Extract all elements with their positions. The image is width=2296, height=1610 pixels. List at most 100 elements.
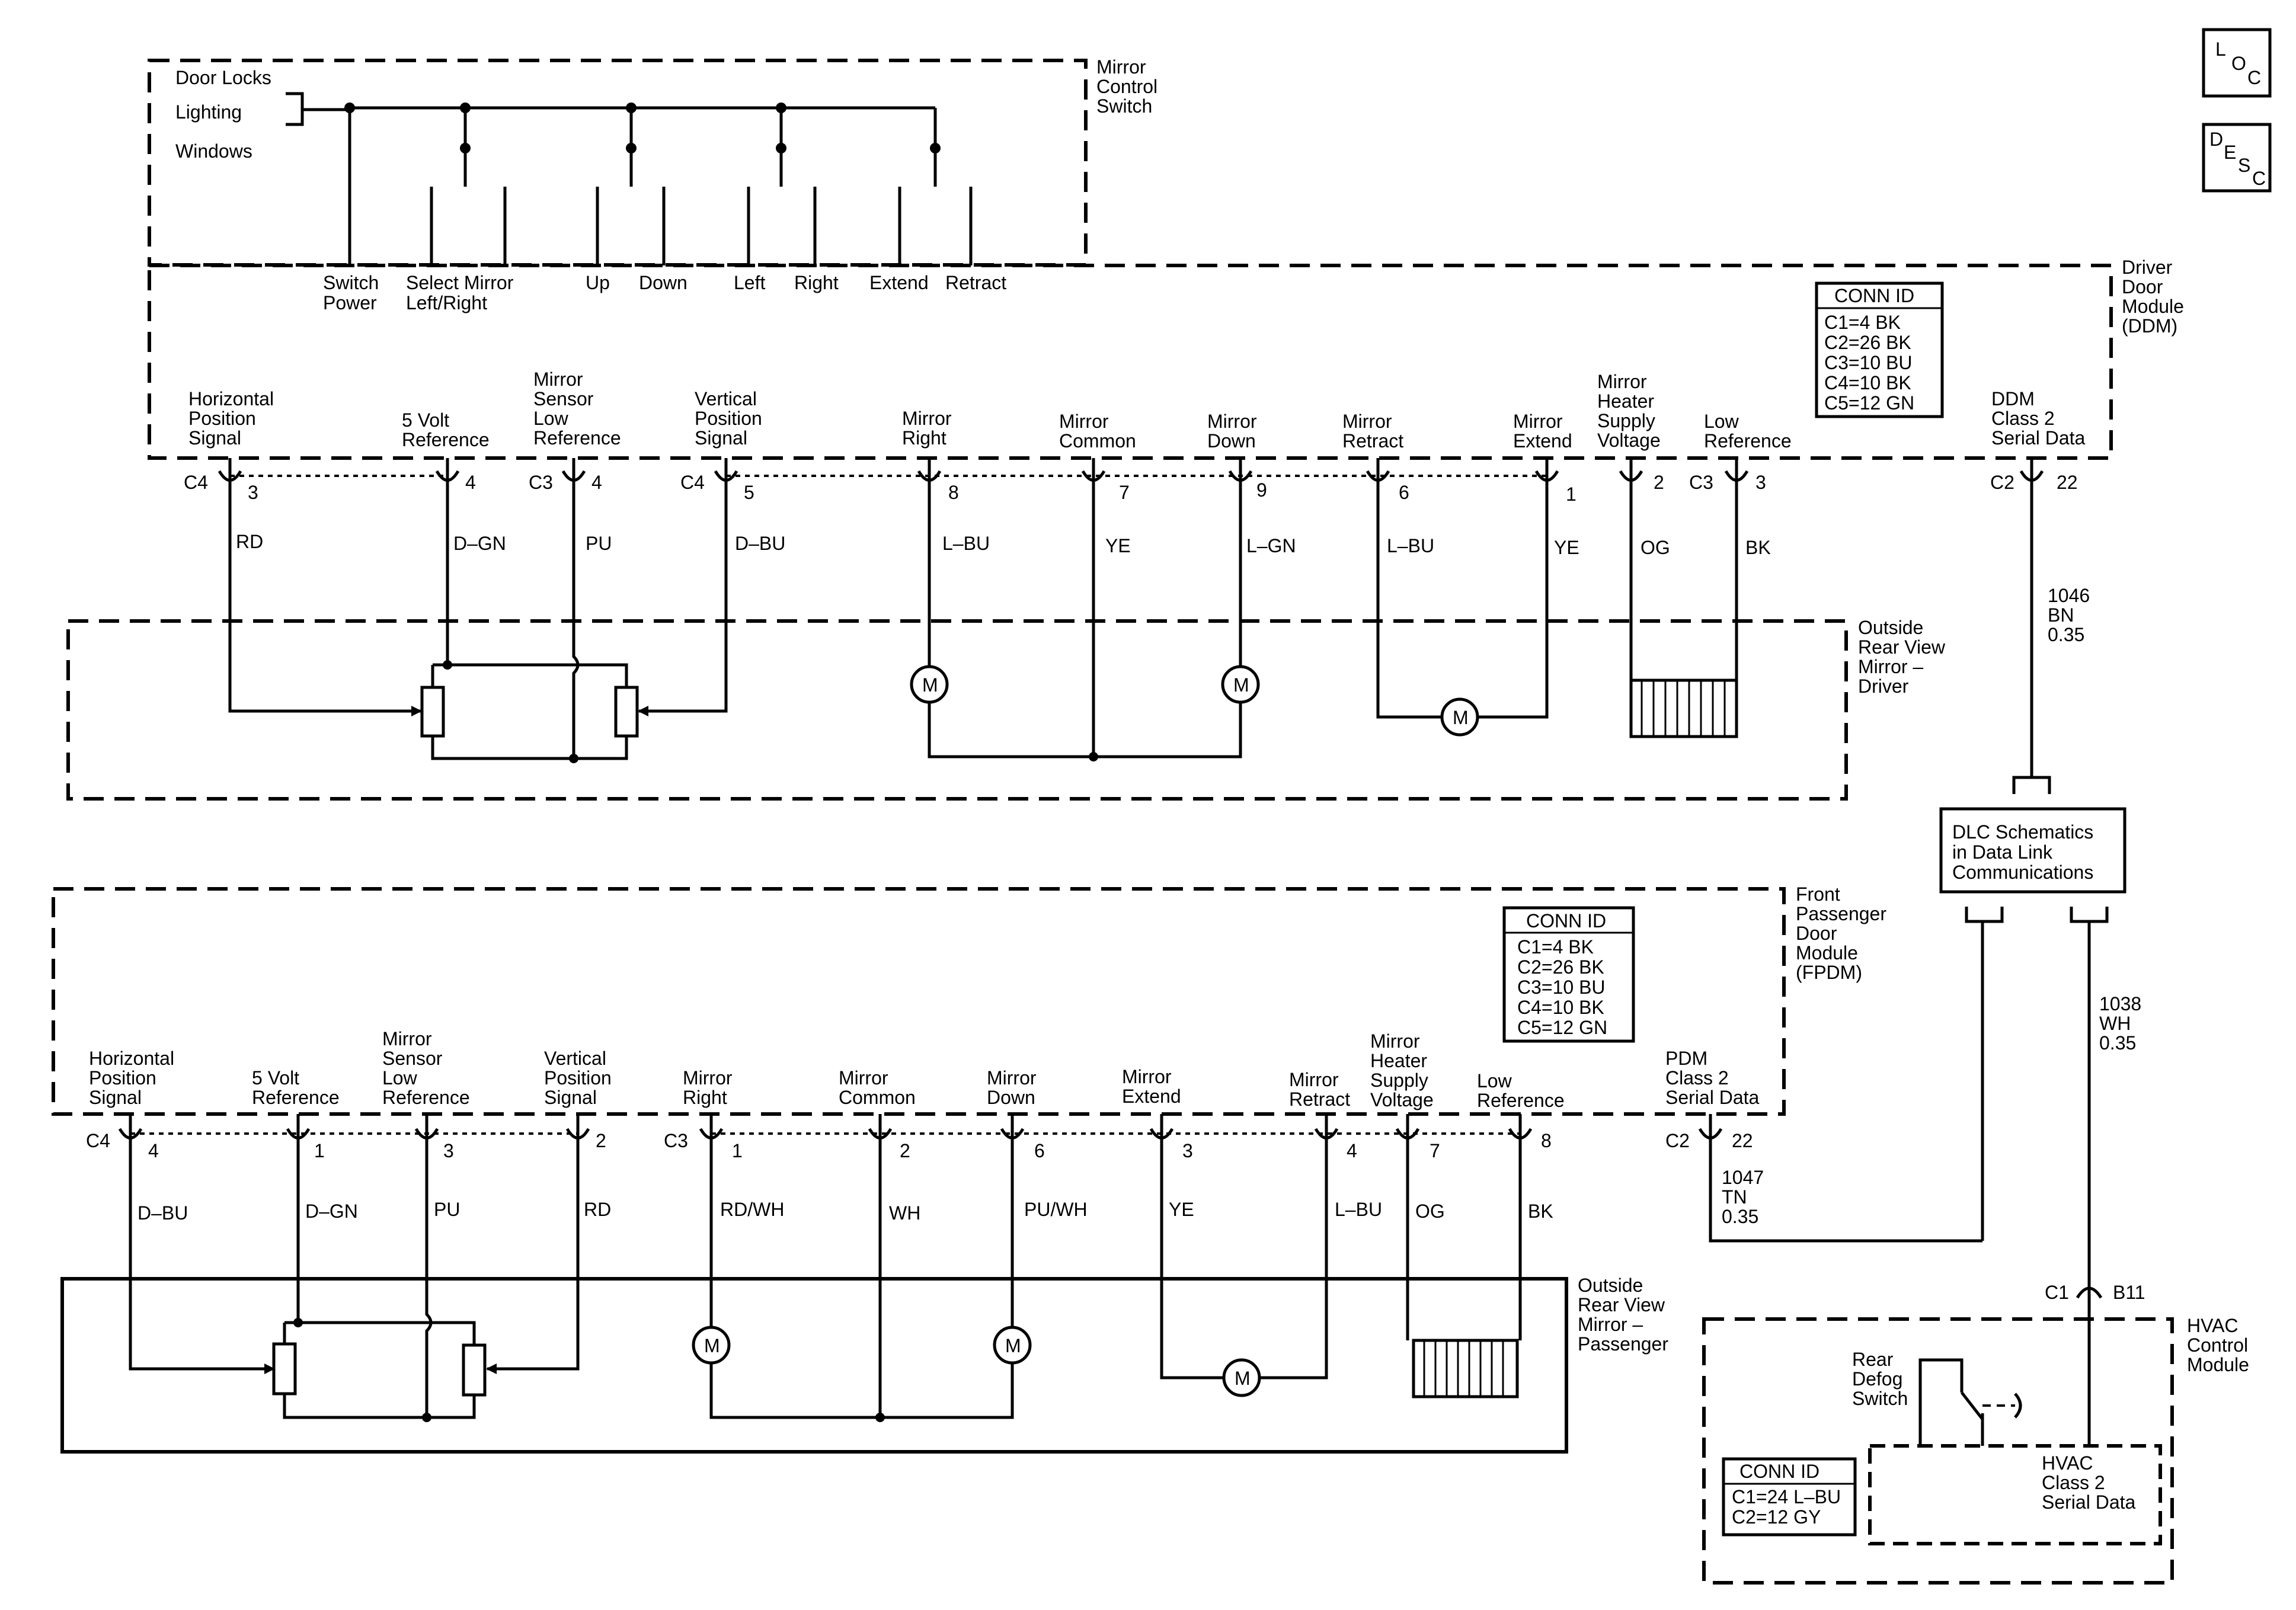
fpdm-pin: 3 xyxy=(1182,1140,1193,1161)
ddm-conn-c3: C3 xyxy=(1689,472,1713,493)
ddm-pin: 3 xyxy=(1755,472,1766,493)
wire-color: PU xyxy=(434,1199,460,1220)
ddm-conn-id-row: C4=10 BK xyxy=(1824,372,1911,393)
passenger-mirror-title: Mirror – xyxy=(1578,1314,1643,1335)
fpdm-conn-c4: C4 xyxy=(86,1130,110,1151)
fpdm-serial-label: Class 2 xyxy=(1665,1067,1729,1089)
desc-letter-4: C xyxy=(2252,168,2266,189)
ddm-extend-label: Extend xyxy=(1513,430,1572,452)
ddm-title-1: Driver xyxy=(2122,257,2173,278)
ddm-pin: 22 xyxy=(2057,472,2078,493)
driver-mirror-title: Rear View xyxy=(1858,636,1946,658)
fpdm-conn-id-row: C1=4 BK xyxy=(1517,936,1594,958)
fpdm-pin-labels: Horizontal Position Signal 5 Volt Refere… xyxy=(89,1028,1760,1111)
fpdm-serial-data-circuit: 1047 TN 0.35 xyxy=(1709,1150,1982,1243)
ddm-horiz-label: Horizontal xyxy=(188,388,274,409)
dlc-box[interactable]: DLC Schematics in Data Link Communicatio… xyxy=(1939,807,2126,894)
fpdm-horiz-label: Position xyxy=(89,1067,156,1089)
fpdm-pin: 2 xyxy=(596,1130,606,1151)
ddm-lowref-label: Reference xyxy=(1704,430,1792,452)
ddm-lowref-label: Low xyxy=(1704,411,1739,432)
hvac-serial-label: Class 2 xyxy=(2042,1472,2105,1493)
motor-label: M xyxy=(1233,674,1249,696)
ddm-title-3: Module xyxy=(2122,296,2184,317)
fpdm-5v-label: 5 Volt xyxy=(252,1067,299,1089)
ddm-sensor-label: Low xyxy=(533,408,569,429)
circuit-gauge: 0.35 xyxy=(2048,624,2084,645)
driver-potentiometer-horizontal xyxy=(420,686,445,738)
ddm-heater-label: Supply xyxy=(1597,410,1655,431)
ddm-pin: 9 xyxy=(1256,479,1267,501)
fpdm-lowref-label: Reference xyxy=(1477,1090,1565,1111)
ddm-right-label: Mirror xyxy=(902,408,952,429)
defog-label: Defog xyxy=(1852,1368,1902,1390)
fpdm-heater-label: Supply xyxy=(1370,1070,1428,1091)
fpdm-pin: 4 xyxy=(148,1140,159,1161)
circuit-number: 1046 xyxy=(2048,585,2090,606)
driver-door-module: Driver Door Module (DDM) CONN ID C1=4 BK… xyxy=(148,257,2184,460)
loc-letter-2: O xyxy=(2231,53,2246,74)
circuit-number: 1038 xyxy=(2099,993,2141,1014)
hvac-serial-label: HVAC xyxy=(2042,1452,2093,1474)
fpdm-retract-label: Mirror xyxy=(1289,1069,1339,1090)
driver-mirror-title: Mirror – xyxy=(1858,656,1923,677)
right-label: Right xyxy=(794,272,839,293)
left-label: Left xyxy=(734,272,765,293)
dlc-outputs: 1038 WH 0.35 xyxy=(1965,907,2141,1280)
driver-outside-mirror: Outside Rear View Mirror – Driver xyxy=(66,617,1946,801)
desc-letter-3: S xyxy=(2238,155,2250,176)
ddm-title-2: Door xyxy=(2122,276,2163,297)
rear-defog-switch xyxy=(1918,1358,2022,1446)
motor-label: M xyxy=(1453,707,1469,728)
input-windows: Windows xyxy=(175,140,252,162)
hvac-title: Module xyxy=(2187,1354,2249,1375)
fpdm-pin: 8 xyxy=(1541,1130,1552,1151)
desc-icon[interactable]: D E S C xyxy=(2202,123,2272,193)
ddm-pin: 6 xyxy=(1399,482,1409,503)
fpdm-common-label: Common xyxy=(839,1087,916,1108)
wire-color: BK xyxy=(1528,1201,1553,1222)
passenger-outside-mirror: Outside Rear View Mirror – Passenger xyxy=(60,1275,1668,1454)
motor-label: M xyxy=(922,674,938,696)
fpdm-wire-colors: D–BU D–GN PU RD RD/WH WH PU/WH YE L–BU O… xyxy=(137,1199,1553,1224)
ddm-pin: 5 xyxy=(744,482,754,503)
ddm-pin: 7 xyxy=(1119,482,1130,503)
fpdm-right-label: Mirror xyxy=(683,1067,733,1089)
passenger-mirror-title: Rear View xyxy=(1578,1294,1665,1315)
ddm-heater-label: Heater xyxy=(1597,391,1654,412)
driver-mirror-heater xyxy=(1629,678,1738,738)
ddm-5v-label: 5 Volt xyxy=(402,409,449,431)
ddm-pin: 4 xyxy=(591,472,602,493)
wire-color: D–BU xyxy=(137,1202,188,1224)
wire-color: D–BU xyxy=(735,533,785,554)
ddm-conn-c3: C3 xyxy=(529,472,553,493)
ddm-conn-c4: C4 xyxy=(184,472,208,493)
hvac-conn-id-row: C1=24 L–BU xyxy=(1732,1486,1841,1507)
fpdm-vert-label: Vertical xyxy=(544,1048,606,1069)
extend-label: Extend xyxy=(869,272,929,293)
wire-color: L–BU xyxy=(1387,535,1434,556)
select-mirror-label-2: Left/Right xyxy=(406,292,487,313)
ddm-conn-c4: C4 xyxy=(680,472,705,493)
fpdm-sensor-label: Low xyxy=(382,1067,418,1089)
fpdm-conn-c2: C2 xyxy=(1665,1130,1690,1151)
loc-icon[interactable]: L O C xyxy=(2202,28,2272,98)
ddm-pin: 1 xyxy=(1566,484,1576,505)
fpdm-connectors: C4 4 1 3 2 C3 1 2 6 3 4 7 8 C2 22 xyxy=(86,1114,1753,1161)
ddm-sensor-label: Reference xyxy=(533,427,621,449)
ddm-horiz-label: Position xyxy=(188,408,256,429)
fpdm-conn-id-header: CONN ID xyxy=(1526,910,1606,932)
ddm-conn-id-table: CONN ID C1=4 BK C2=26 BK C3=10 BU C4=10 … xyxy=(1815,281,1944,418)
fpdm-common-label: Mirror xyxy=(839,1067,888,1089)
ddm-conn-id-row: C3=10 BU xyxy=(1824,352,1913,373)
wire-color: BK xyxy=(1745,537,1771,558)
wire-color: RD/WH xyxy=(720,1199,784,1220)
ddm-extend-label: Mirror xyxy=(1513,411,1563,432)
fpdm-heater-label: Mirror xyxy=(1370,1030,1420,1052)
fpdm-conn-id-row: C5=12 GN xyxy=(1517,1017,1607,1038)
ddm-vert-label: Vertical xyxy=(695,388,757,409)
fpdm-conn-id-row: C4=10 BK xyxy=(1517,997,1604,1018)
ddm-pin: 8 xyxy=(948,482,959,503)
loc-letter-1: L xyxy=(2215,39,2226,60)
fpdm-vert-label: Signal xyxy=(544,1087,597,1108)
